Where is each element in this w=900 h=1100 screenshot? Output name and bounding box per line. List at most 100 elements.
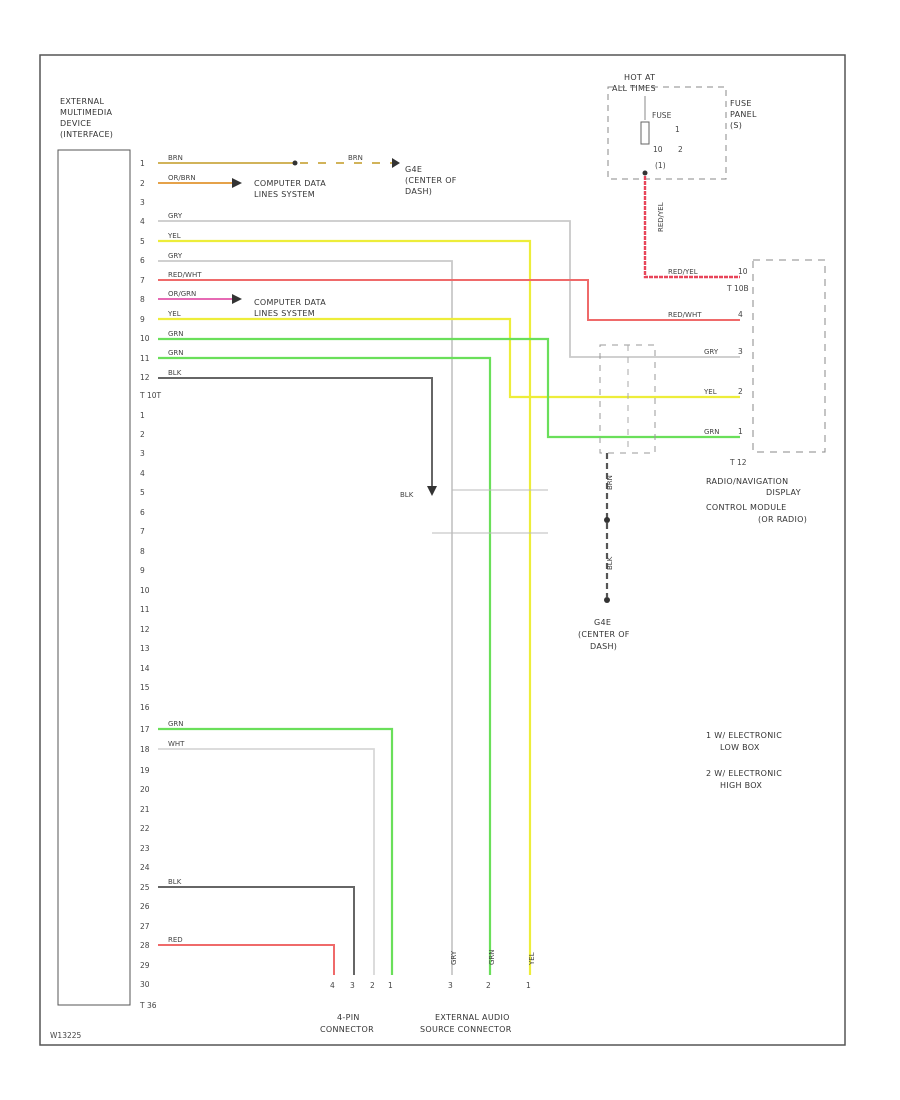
ext-wire-yel: YEL [528, 952, 536, 966]
interface-label-1: EXTERNAL [60, 97, 104, 106]
wire-label-gry-6: GRY [168, 252, 183, 260]
wire-label-wht-b18: WHT [168, 740, 185, 748]
ipod-pin-4: 4 [330, 981, 335, 990]
pin-bottom-23: 23 [140, 844, 150, 853]
radio-pin-3: 3 [738, 347, 743, 356]
wire-gry-4 [158, 220, 740, 358]
connector-t12: T 12 [729, 458, 747, 467]
pin-bottom-17: 17 [140, 725, 150, 734]
pin-top-3: 3 [140, 198, 145, 207]
pin-bottom-25: 25 [140, 883, 150, 892]
radio-pin-10: 10 [738, 267, 748, 276]
pin-bottom-5: 5 [140, 488, 145, 497]
pin-bottom-15: 15 [140, 683, 150, 692]
pins-top-group: 1 2 3 4 5 6 7 8 9 10 11 12 [140, 159, 150, 382]
ext-wire-grn: GRN [488, 949, 496, 965]
radio-label-1: RADIO/NAVIGATION [706, 477, 788, 486]
pin-bottom-21: 21 [140, 805, 150, 814]
fuse-panel-label-3: (S) [730, 121, 742, 130]
fuse-num-10: 10 [653, 145, 663, 154]
pin-bottom-6: 6 [140, 508, 145, 517]
pin-bottom-2: 2 [140, 430, 145, 439]
radio-wire-yel: YEL [703, 388, 717, 396]
wire-redyel-fuse [643, 176, 740, 279]
connector-t36: T 36 [139, 1001, 157, 1010]
pin-top-11: 11 [140, 354, 150, 363]
wire-label-gry-4: GRY [168, 212, 183, 220]
pin-bottom-4: 4 [140, 469, 145, 478]
fuse-num-1: 1 [675, 125, 680, 134]
computer-data-2-line1: COMPUTER DATA [254, 298, 326, 307]
pin-bottom-3: 3 [140, 449, 145, 458]
radio-wire-grn: GRN [704, 428, 720, 436]
pin-top-6: 6 [140, 256, 145, 265]
fuse-num-2: 2 [678, 145, 683, 154]
pin-bottom-26: 26 [140, 902, 150, 911]
radio-wire-redwht: RED/WHT [668, 311, 702, 319]
wire-gry-6 [158, 260, 453, 975]
hot-at-label-1: HOT AT [624, 73, 655, 82]
interface-box [57, 149, 131, 1006]
pin-bottom-30: 30 [140, 980, 150, 989]
pin-bottom-7: 7 [140, 527, 145, 536]
blk-arrow-down [427, 486, 437, 496]
ipod-pin-3: 3 [350, 981, 355, 990]
wire-yel-9 [158, 317, 740, 399]
fuse-num-1-paren: (1) [655, 161, 666, 170]
pin-top-10: 10 [140, 334, 150, 343]
radio-wire-redyel: RED/YEL [668, 268, 698, 276]
wire-label-orgrn: OR/GRN [168, 290, 196, 298]
wire-grn-11 [158, 356, 492, 975]
wire-label-fuse: RED/YEL [657, 202, 665, 232]
wire-blk-b25 [158, 886, 355, 975]
arrow-computer-2 [232, 294, 242, 304]
diagram-frame [39, 54, 846, 1046]
pin-bottom-13: 13 [140, 644, 150, 653]
wire-yel-5 [158, 239, 532, 975]
ext-label-1: EXTERNAL AUDIO [435, 1013, 510, 1022]
pin-bottom-20: 20 [140, 785, 150, 794]
ground-mid-dot-1 [604, 517, 610, 523]
pin-bottom-1: 1 [140, 411, 145, 420]
note-1-line-2: LOW BOX [720, 743, 760, 752]
pin-bottom-11: 11 [140, 605, 150, 614]
footer-code: W13225 [50, 1031, 82, 1040]
wire-grn-10 [158, 337, 740, 439]
fuse-panel-box [607, 86, 727, 180]
interface-label-4: (INTERFACE) [60, 130, 113, 139]
ground-mid-label-2: (CENTER OF [578, 630, 630, 639]
wire-label-blk-b25: BLK [168, 878, 182, 886]
radio-wire-gry: GRY [704, 348, 719, 356]
ipod-pin-1: 1 [388, 981, 393, 990]
ipod-pin-2: 2 [370, 981, 375, 990]
ext-label-2: SOURCE CONNECTOR [420, 1025, 512, 1034]
pin-bottom-27: 27 [140, 922, 150, 931]
note-2-line-2: HIGH BOX [720, 781, 762, 790]
pin-bottom-10: 10 [140, 586, 150, 595]
ground-mid-dot-2 [604, 597, 610, 603]
wire-red-b28 [158, 944, 335, 975]
interface-label-2: MULTIMEDIA [60, 108, 113, 117]
pin-top-4: 4 [140, 217, 145, 226]
radio-label-4: (OR RADIO) [758, 515, 807, 524]
pin-top-9: 9 [140, 315, 145, 324]
pin-top-1: 1 [140, 159, 145, 168]
wire-redwht-7 [158, 279, 740, 321]
radio-pin-1: 1 [738, 427, 743, 436]
pin-bottom-14: 14 [140, 664, 150, 673]
ext-pin-1: 1 [526, 981, 531, 990]
ground-top-label-1: G4E [405, 165, 422, 174]
arrow-computer-1 [232, 178, 242, 188]
computer-data-2-line2: LINES SYSTEM [254, 309, 315, 318]
pin-bottom-9: 9 [140, 566, 145, 575]
note-1-line-1: 1 W/ ELECTRONIC [706, 731, 782, 740]
ground-mid-label-1: G4E [594, 618, 611, 627]
pin-bottom-19: 19 [140, 766, 150, 775]
fuse-panel-label-1: FUSE [730, 99, 752, 108]
hot-at-label-2: ALL TIMES [612, 84, 656, 93]
radio-label-3: CONTROL MODULE [706, 503, 787, 512]
ground-top-label-2: (CENTER OF [405, 176, 457, 185]
pin-top-7: 7 [140, 276, 145, 285]
pin-bottom-22: 22 [140, 824, 150, 833]
